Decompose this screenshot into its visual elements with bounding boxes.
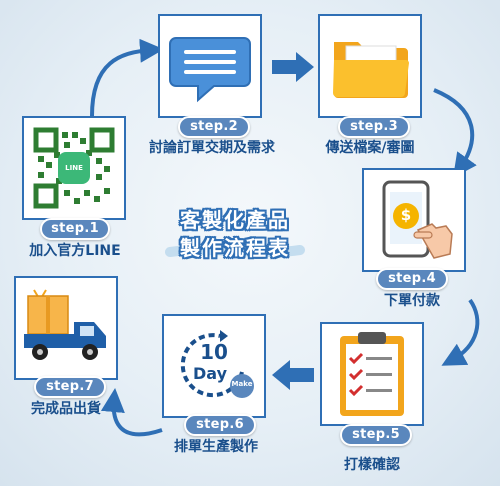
step1-pill: step.1 — [40, 218, 110, 240]
step5-card — [320, 322, 424, 426]
arrow-step6-to-step7 — [100, 388, 163, 437]
step5-pill: step.5 — [340, 424, 412, 446]
arrow-step2-to-step3 — [272, 52, 314, 82]
step2-label: 討論訂單交期及需求 — [149, 140, 275, 156]
step1-label: 加入官方LINE — [29, 243, 121, 259]
step4-pill: step.4 — [376, 268, 448, 290]
day-text: Day — [192, 364, 227, 383]
step2-card — [158, 14, 262, 118]
step3-pill: step.3 — [338, 116, 410, 138]
step4-label: 下單付款 — [384, 293, 440, 309]
title-brush — [165, 245, 305, 257]
clipboard-checklist-icon — [340, 332, 404, 416]
arrow-step1-to-step2 — [90, 38, 164, 117]
line-qr-code-icon — [33, 127, 115, 209]
phone-payment-icon — [382, 180, 453, 259]
arrow-step3-to-step4 — [433, 88, 477, 178]
step1-card: LINE — [22, 116, 126, 220]
delivery-truck-icon — [24, 289, 106, 360]
step6-pill: step.6 — [184, 414, 256, 436]
chat-bubble-icon — [169, 37, 251, 103]
title-line1: 客製化產品 — [180, 208, 290, 232]
step5-label: 打樣確認 — [344, 457, 400, 473]
step3-card — [318, 14, 422, 118]
step6-card: 10 Day Make — [162, 314, 266, 418]
arrow-step5-to-step6 — [272, 360, 314, 390]
folder-icon — [333, 42, 409, 98]
step4-card: $ — [362, 168, 466, 272]
title-line2: 製作流程表 — [180, 236, 290, 260]
step6-label: 排單生產製作 — [174, 439, 258, 455]
step2-pill: step.2 — [178, 116, 250, 138]
ten-number: 10 — [200, 340, 228, 364]
ten-day-make-icon — [180, 330, 254, 398]
step7-card — [14, 276, 118, 380]
make-badge: Make — [231, 380, 253, 388]
dollar-symbol: $ — [400, 206, 412, 224]
step3-label: 傳送檔案/審圖 — [325, 140, 415, 156]
arrow-step4-to-step5 — [441, 298, 480, 366]
step7-pill: step.7 — [34, 376, 106, 398]
step7-label: 完成品出貨 — [31, 401, 101, 417]
line-badge: LINE — [65, 164, 83, 172]
